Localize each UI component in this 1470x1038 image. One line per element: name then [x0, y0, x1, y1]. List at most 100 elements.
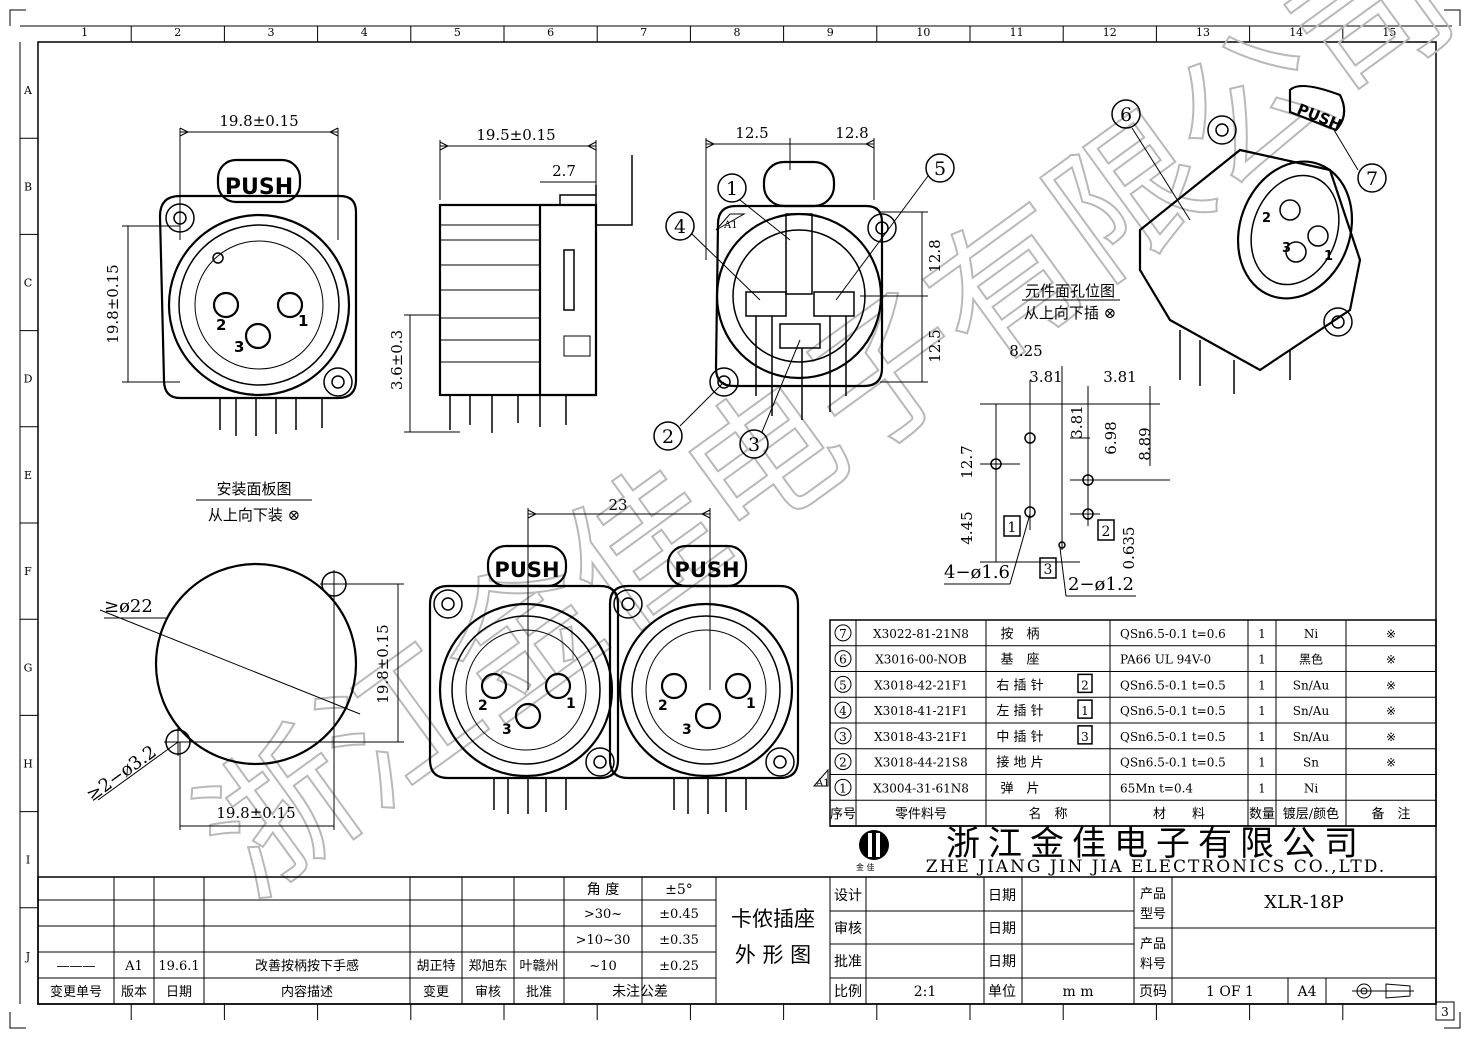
svg-text:2.7: 2.7	[552, 162, 576, 180]
svg-text:4: 4	[674, 216, 686, 238]
grid-col-label: 4	[361, 26, 368, 39]
bom-header: 备 注	[1371, 806, 1410, 822]
svg-text:QSn6.5-0.1 t=0.5: QSn6.5-0.1 t=0.5	[1120, 730, 1226, 744]
svg-text:外 形 图: 外 形 图	[735, 943, 811, 967]
svg-text:1: 1	[1081, 704, 1089, 718]
svg-text:左 插 针: 左 插 针	[996, 704, 1043, 719]
svg-text:8.89: 8.89	[1136, 427, 1154, 460]
svg-text:5: 5	[839, 678, 847, 692]
svg-text:QSn6.5-0.1 t=0.6: QSn6.5-0.1 t=0.6	[1120, 627, 1226, 641]
svg-text:19.8±0.15: 19.8±0.15	[374, 624, 392, 703]
svg-text:19.6.1: 19.6.1	[158, 959, 199, 974]
svg-text:金 佳: 金 佳	[856, 862, 875, 872]
svg-text:浙江金佳电子有限公司: 浙江金佳电子有限公司	[946, 824, 1366, 864]
svg-text:胡正特: 胡正特	[416, 959, 455, 974]
svg-text:基 座: 基 座	[1000, 653, 1039, 668]
grid-row-label: H	[23, 758, 33, 771]
svg-text:≥ø22: ≥ø22	[104, 596, 153, 617]
svg-text:m m: m m	[1062, 984, 1093, 1000]
svg-text:6: 6	[839, 653, 847, 667]
svg-text:12.8: 12.8	[835, 124, 868, 142]
svg-text:黑色: 黑色	[1299, 653, 1323, 667]
svg-text:※: ※	[1386, 627, 1396, 641]
svg-text:QSn6.5-0.1 t=0.5: QSn6.5-0.1 t=0.5	[1120, 756, 1226, 770]
watermark: 浙江金佳电子有限公司	[168, 0, 1470, 930]
grid-col-label: 9	[827, 26, 834, 39]
revision-table: ——— A1 19.6.1 改善按柄按下手感 胡正特 郑旭东 叶赣州 变更单号 …	[38, 877, 564, 1004]
svg-text:Sn/Au: Sn/Au	[1293, 730, 1330, 744]
grid-col-label: 2	[174, 26, 181, 39]
svg-text:≥2−ø3.2: ≥2−ø3.2	[83, 741, 161, 806]
svg-text:页码: 页码	[1139, 984, 1167, 1000]
front-push-label: PUSH	[225, 175, 293, 200]
svg-text:审核: 审核	[475, 985, 501, 1000]
svg-text:2−ø1.2: 2−ø1.2	[1068, 574, 1134, 595]
svg-text:弹 片: 弹 片	[1000, 781, 1039, 796]
svg-text:从上向下插 ⊗: 从上向下插 ⊗	[1024, 304, 1116, 322]
svg-text:X3018-42-21F1: X3018-42-21F1	[874, 678, 968, 692]
svg-text:Ni: Ni	[1304, 781, 1319, 795]
svg-text:1: 1	[298, 312, 308, 330]
svg-text:X3022-81-21N8: X3022-81-21N8	[873, 627, 969, 641]
svg-text:2: 2	[1262, 211, 1271, 226]
svg-text:1: 1	[1258, 756, 1266, 770]
grid-row-label: E	[24, 469, 32, 482]
grid-row-label: C	[24, 277, 32, 290]
svg-text:右 插 针: 右 插 针	[996, 678, 1043, 693]
side-view: 19.5±0.15 2.7 3.6±0.3	[388, 126, 633, 433]
svg-text:批准: 批准	[834, 954, 862, 970]
svg-text:接 地 片: 接 地 片	[996, 755, 1043, 771]
svg-text:1: 1	[1258, 730, 1266, 744]
svg-text:内容描述: 内容描述	[281, 984, 333, 1000]
tolerance-table: 角 度 ±5° >30~ ±0.45 >10~30 ±0.35 ~10 ±0.2…	[563, 877, 716, 1004]
svg-text:郑旭东: 郑旭东	[468, 959, 507, 974]
svg-text:X3018-43-21F1: X3018-43-21F1	[874, 730, 968, 744]
svg-text:1: 1	[746, 696, 756, 712]
svg-text:设计: 设计	[834, 888, 862, 904]
svg-text:型号: 型号	[1140, 907, 1166, 922]
svg-text:角 度: 角 度	[587, 882, 619, 898]
svg-text:日期: 日期	[166, 985, 192, 1000]
balloons: 1 2 3 4 5 6 7	[653, 99, 1387, 459]
svg-text:3: 3	[1081, 730, 1089, 744]
svg-text:日期: 日期	[988, 921, 1016, 937]
svg-text:比例: 比例	[834, 984, 862, 1000]
svg-text:7: 7	[1366, 168, 1378, 190]
svg-text:±5°: ±5°	[665, 882, 693, 898]
pair-view: 23 PUSH 2 1 3 PUSH 2 1 3	[428, 496, 800, 814]
grid-row-label: I	[26, 854, 30, 867]
svg-text:3: 3	[1044, 562, 1053, 578]
svg-text:1: 1	[1258, 627, 1266, 641]
svg-text:8.25: 8.25	[1009, 342, 1042, 360]
svg-text:QSn6.5-0.1 t=0.5: QSn6.5-0.1 t=0.5	[1120, 704, 1226, 718]
svg-text:料号: 料号	[1140, 957, 1166, 972]
svg-text:未注公差: 未注公差	[612, 984, 668, 1000]
svg-text:※: ※	[1386, 730, 1396, 744]
svg-text:A4: A4	[1296, 984, 1316, 1000]
svg-text:>30~: >30~	[584, 907, 622, 922]
front-height-dim: 19.8±0.15	[104, 264, 122, 343]
svg-text:※: ※	[1386, 653, 1396, 667]
svg-text:3: 3	[1282, 241, 1291, 256]
projection-symbol-icon	[1352, 983, 1414, 999]
front-view: 19.8±0.15 19.8±0.15 PUSH 2 1 3	[104, 112, 358, 436]
bom-header: 数量	[1249, 807, 1275, 822]
grid-row-label: A	[23, 84, 33, 97]
grid-col-label: 13	[1196, 26, 1210, 39]
svg-text:3: 3	[682, 722, 692, 738]
grid-row-label: B	[24, 180, 32, 193]
svg-text:批准: 批准	[526, 985, 552, 1000]
svg-text:安装面板图: 安装面板图	[216, 480, 291, 498]
grid-col-label: 5	[454, 26, 461, 39]
bom-header: 零件料号	[895, 807, 947, 822]
svg-text:3: 3	[234, 338, 244, 356]
svg-text:1: 1	[839, 781, 847, 795]
